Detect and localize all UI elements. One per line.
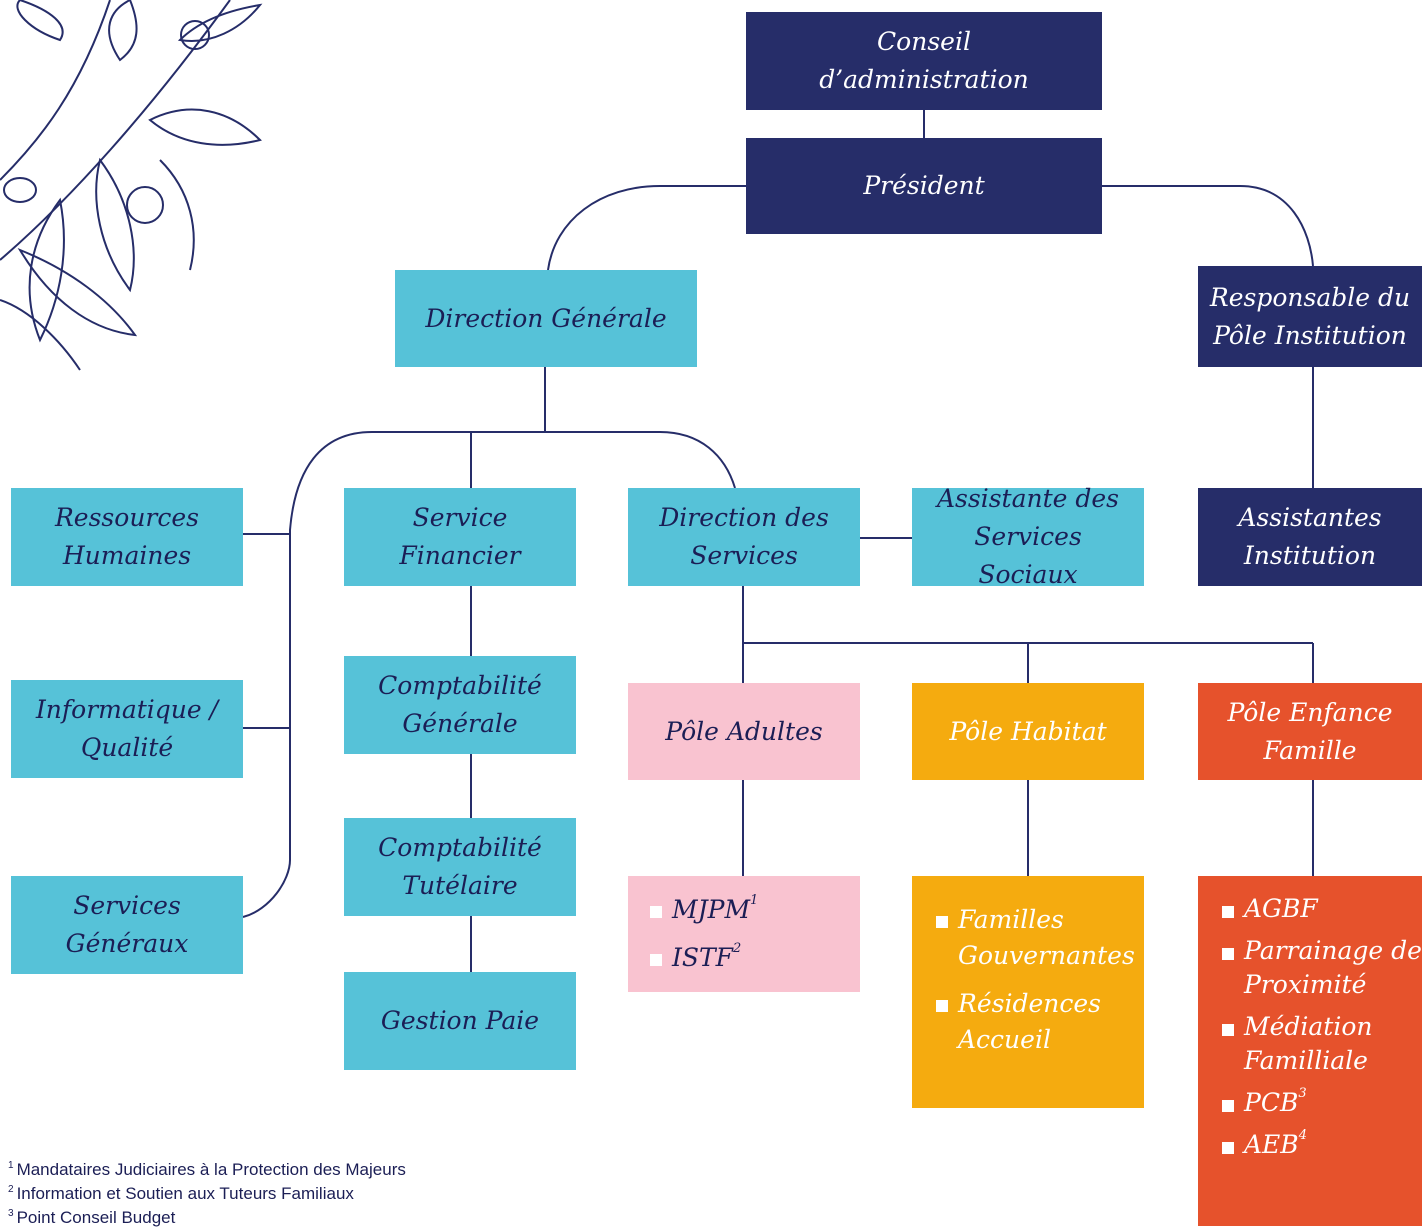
informatique-box: Informatique / Qualité	[11, 680, 243, 778]
president-label: Président	[863, 171, 985, 200]
pole-adultes-box: Pôle Adultes	[628, 683, 860, 780]
list-item-label: ISTF	[672, 943, 734, 972]
footnote-number: 1	[8, 1160, 14, 1171]
list-item-line: Résidences	[958, 989, 1101, 1018]
footnote-ref: 3	[1298, 1086, 1307, 1101]
conseil-line-1: Conseil	[877, 27, 971, 56]
pole-enfance-line-1: Pôle Enfance	[1227, 697, 1393, 727]
footnote-text: Mandataires Judiciaires à la Protection …	[16, 1160, 406, 1179]
footnote-text: Information et Soutien aux Tuteurs Famil…	[16, 1184, 354, 1203]
pole-habitat-box: Pôle Habitat	[912, 683, 1144, 780]
informatique-line-1: Informatique /	[35, 695, 219, 724]
list-item-label: AGBF	[1244, 894, 1318, 923]
pole-enfance-line-2: Famille	[1263, 735, 1357, 765]
footnote-ref: 4	[1298, 1128, 1307, 1143]
list-item-label: MJPM	[672, 895, 751, 924]
list-item-pcb: PCB3	[1222, 1086, 1422, 1120]
list-item-line: Familliale	[1244, 1046, 1368, 1075]
direction-services-line-2: Services	[690, 541, 798, 570]
service-financier-label: Service Financier	[399, 503, 521, 570]
list-item-mjpm: MJPM1	[650, 892, 860, 928]
informatique-line-2: Qualité	[80, 733, 174, 762]
footnote-ref: 1	[750, 893, 759, 908]
compta-tutelaire-line-2: Tutélaire	[402, 871, 518, 900]
list-item-label: AEB	[1244, 1130, 1299, 1159]
list-item-line: Parrainage de	[1244, 936, 1422, 965]
assistante-line-2: Services Sociaux	[974, 522, 1082, 589]
list-item-line: Familles	[958, 905, 1064, 934]
list-item-line: Proximité	[1244, 970, 1367, 999]
direction-generale-box: Direction Générale	[395, 270, 697, 367]
services-generaux-line-1: Services	[73, 891, 181, 920]
service-financier-box: Service Financier	[344, 488, 576, 586]
pole-habitat-label: Pôle Habitat	[949, 716, 1107, 746]
gestion-paie-box: Gestion Paie	[344, 972, 576, 1070]
conseil-line-2: d’administration	[819, 65, 1029, 94]
list-item-agbf: AGBF	[1222, 892, 1422, 926]
president-box: Président	[746, 138, 1102, 234]
footnote-number: 3	[8, 1208, 14, 1219]
assistantes-institution-line-1: Assistantes	[1238, 503, 1382, 532]
conseil-box: Conseil d’administration	[746, 12, 1102, 110]
footnote-number: 2	[8, 1184, 14, 1195]
olive-branch-icon	[0, 0, 263, 371]
services-generaux-line-2: Généraux	[65, 929, 189, 958]
list-item-line: Gouvernantes	[958, 941, 1135, 970]
responsable-line-2: Pôle Institution	[1213, 320, 1407, 350]
compta-tutelaire-line-1: Comptabilité	[378, 833, 542, 862]
assistante-line-1: Assistante des	[936, 484, 1119, 513]
adultes-list-box: MJPM1 ISTF2	[628, 876, 860, 992]
assistantes-institution-line-2: Institution	[1243, 541, 1377, 570]
responsable-line-1: Responsable du	[1209, 282, 1411, 312]
list-item-aeb: AEB4	[1222, 1128, 1422, 1162]
ressources-line-1: Ressources	[54, 503, 199, 532]
compta-generale-line-1: Comptabilité	[378, 671, 542, 700]
list-item-label: PCB	[1244, 1088, 1299, 1117]
responsable-box: Responsable du Pôle Institution	[1198, 266, 1422, 367]
list-item-parrainage: Parrainage de Proximité	[1222, 934, 1422, 1002]
ressources-line-2: Humaines	[62, 541, 192, 570]
footnote-ref: 2	[733, 941, 742, 956]
compta-generale-line-2: Générale	[402, 709, 518, 738]
direction-services-line-1: Direction des	[659, 503, 829, 532]
pole-adultes-label: Pôle Adultes	[665, 716, 823, 746]
list-item-line: Médiation	[1244, 1012, 1373, 1041]
gestion-paie-label: Gestion Paie	[380, 1006, 540, 1035]
list-item-line: Accueil	[958, 1025, 1051, 1054]
direction-generale-label: Direction Générale	[425, 303, 667, 333]
footnote-text: Point Conseil Budget	[16, 1208, 176, 1227]
list-item-istf: ISTF2	[650, 940, 860, 976]
